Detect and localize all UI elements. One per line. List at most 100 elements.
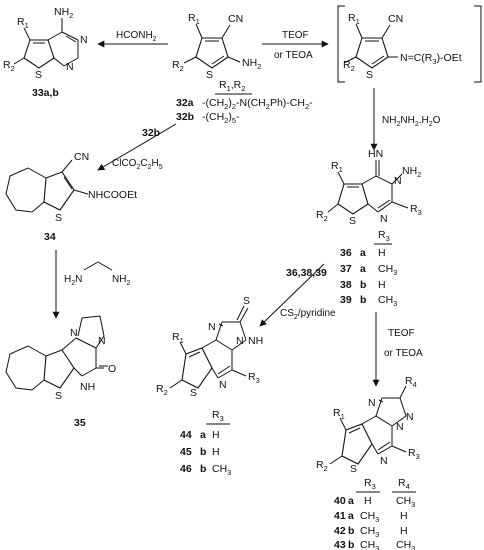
svg-text:N: N <box>98 335 106 347</box>
svg-text:N: N <box>396 421 404 433</box>
nh2-label: NH <box>242 57 257 69</box>
svg-text:b: b <box>200 446 206 458</box>
svg-text:H: H <box>378 247 386 259</box>
compound-32-definition: R1,R2 32a -(CH2)2-N(CH2Ph)-CH2- 32b -(CH… <box>176 79 313 125</box>
svg-text:R1: R1 <box>17 16 29 30</box>
reagent-or-teoa-2: or TEOA <box>384 348 423 359</box>
compound-32a-label: 32a <box>176 97 194 109</box>
compound-36-structure: HN N NH2 N S R1 R2 R3 <box>316 148 422 227</box>
svg-text:H: H <box>212 429 220 441</box>
svg-text:N: N <box>380 213 388 225</box>
svg-text:NH: NH <box>248 335 263 347</box>
svg-text:NH2: NH2 <box>112 274 130 287</box>
svg-text:R4: R4 <box>405 375 417 389</box>
svg-text:H: H <box>400 525 408 537</box>
svg-text:N: N <box>80 34 88 46</box>
compound-35-structure: N N O NH S <box>5 315 116 402</box>
svg-text:N: N <box>208 321 216 333</box>
svg-text:R2: R2 <box>316 459 328 473</box>
svg-text:HN: HN <box>368 148 383 160</box>
svg-text:R1: R1 <box>331 160 343 174</box>
arrow-36-to-44 <box>259 263 325 327</box>
compound-40-structure: R4 N N N N S R1 R2 R3 <box>316 375 420 475</box>
svg-text:S: S <box>243 295 250 307</box>
compound-44-label: 44 <box>180 429 192 441</box>
reagent-ethylenediamine: H2N NH2 <box>64 261 130 287</box>
svg-text:-(CH2)2-N(CH2Ph)-CH2-: -(CH2)2-N(CH2Ph)-CH2- <box>202 97 313 111</box>
reagent-hconh2: HCONH <box>116 30 153 41</box>
svg-text:R1: R1 <box>333 407 345 421</box>
svg-text:b: b <box>200 463 206 475</box>
svg-text:CS2/pyridine: CS2/pyridine <box>280 308 336 321</box>
reagent-teof: TEOF <box>282 30 309 41</box>
table-36-39: R3 36 a H 37 a CH3 38 b H 39 b CH3 <box>340 229 397 308</box>
svg-text:a: a <box>360 247 366 259</box>
svg-text:b: b <box>348 525 354 537</box>
svg-text:N: N <box>394 175 402 187</box>
arrow-32b-to-34 <box>97 123 177 171</box>
svg-text:R3: R3 <box>212 409 224 423</box>
r1-sub: 1 <box>196 17 200 26</box>
svg-text:ClCO2C2H5: ClCO2C2H5 <box>112 158 163 171</box>
compound-33-structure: R1 NH2 N N S R2 <box>3 6 88 81</box>
r1-label: R <box>188 12 196 24</box>
svg-text:R3: R3 <box>408 447 420 461</box>
svg-text:R3: R3 <box>378 229 390 243</box>
svg-text:CH3: CH3 <box>360 525 379 539</box>
svg-text:a: a <box>360 263 366 275</box>
compound-42-label: 42 <box>334 525 346 537</box>
svg-text:S: S <box>366 69 373 81</box>
reagent-32b-label: 32b <box>142 127 160 139</box>
svg-text:CH3: CH3 <box>378 263 397 277</box>
compound-38-label: 38 <box>340 279 352 291</box>
svg-text:R4: R4 <box>398 477 410 491</box>
svg-text:S: S <box>55 212 62 224</box>
svg-text:R2: R2 <box>156 383 168 397</box>
svg-text:N: N <box>406 411 414 423</box>
svg-text:R2: R2 <box>172 59 184 73</box>
svg-text:H: H <box>364 495 372 507</box>
svg-text:CH3: CH3 <box>396 539 415 550</box>
reagent-teof-2: TEOF <box>388 328 415 339</box>
svg-text:a: a <box>200 429 206 441</box>
r2-label: R <box>172 59 180 71</box>
compound-36-label: 36 <box>340 247 352 259</box>
reagent-cs2: CS <box>280 308 294 319</box>
svg-text:a: a <box>348 510 354 522</box>
compound-40-label: 40 <box>334 495 346 507</box>
svg-text:S: S <box>190 387 197 399</box>
svg-text:R2: R2 <box>3 59 15 73</box>
reagent-chloroformate: ClCO <box>112 158 137 169</box>
compound-34-label: 34 <box>44 231 56 243</box>
compound-34-structure: CN S NHCOOEt <box>5 151 137 224</box>
svg-text:HCONH2: HCONH2 <box>116 30 157 43</box>
svg-text:R3: R3 <box>364 477 376 491</box>
svg-text:N: N <box>368 397 376 409</box>
svg-text:CH3: CH3 <box>378 294 397 308</box>
svg-text:N: N <box>236 335 244 347</box>
svg-text:CN: CN <box>388 13 403 25</box>
compound-45-label: 45 <box>180 446 192 458</box>
svg-text:N: N <box>219 379 227 391</box>
svg-text:O: O <box>108 363 116 375</box>
svg-text:R1: R1 <box>348 12 360 26</box>
svg-text:S: S <box>55 390 62 402</box>
svg-text:NH2NH2.H2O: NH2NH2.H2O <box>382 115 441 128</box>
compound-41-label: 41 <box>334 510 346 522</box>
reagent-363839-label: 36,38,39 <box>286 267 327 279</box>
svg-text:R1: R1 <box>188 12 200 26</box>
compound-33-label: 33a,b <box>32 87 59 99</box>
svg-text:N: N <box>66 61 74 73</box>
compound-35-label: 35 <box>74 417 86 429</box>
svg-text:R1: R1 <box>172 331 184 345</box>
svg-text:b: b <box>360 279 366 291</box>
svg-text:S: S <box>350 463 357 475</box>
svg-text:N=C(R3)-OEt: N=C(R3)-OEt <box>400 52 462 66</box>
compound-44-structure: S N N NH N S R1 R2 R3 <box>156 295 263 399</box>
table-40-43: R3 R4 40 a H CH3 41 a CH3 H 42 b CH3 H 4… <box>334 477 416 550</box>
nhcooet-label: NHCOOEt <box>88 189 137 201</box>
reagent-or-teoa: or TEOA <box>274 50 313 61</box>
svg-text:CH3: CH3 <box>360 510 379 524</box>
svg-text:N: N <box>70 327 78 339</box>
